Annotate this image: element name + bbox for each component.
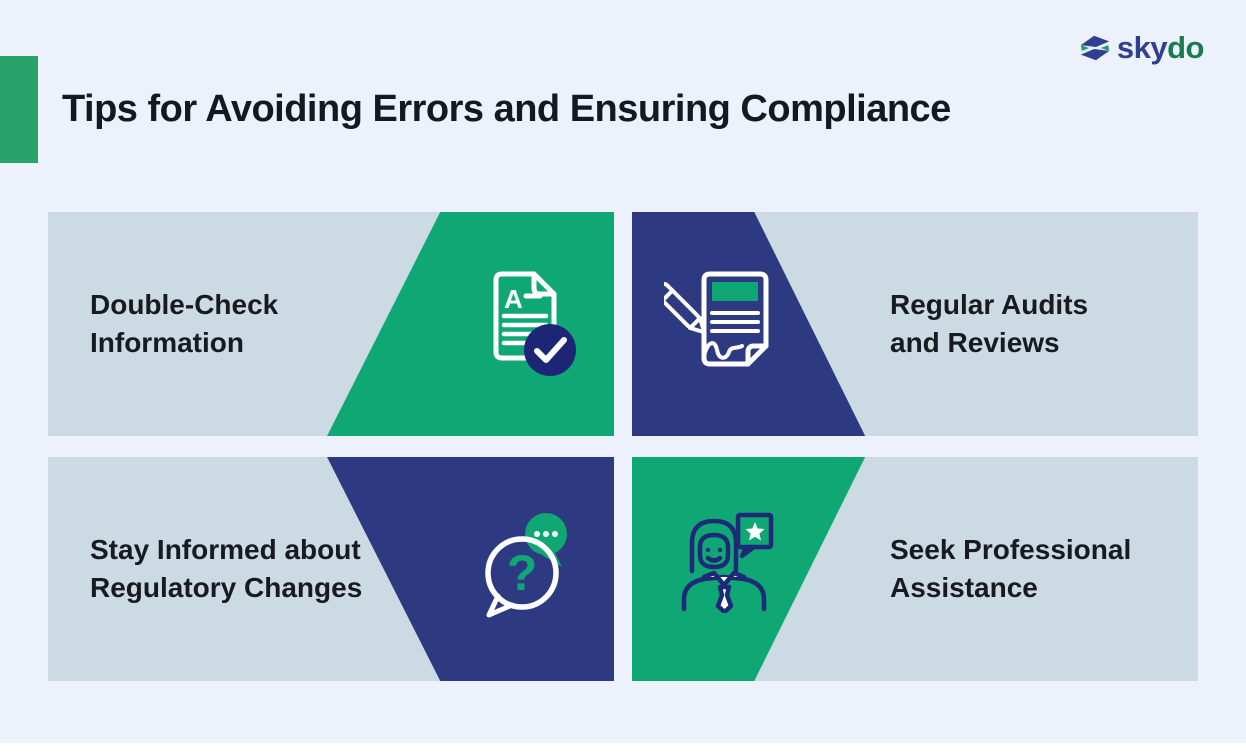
svg-text:A: A [504, 284, 523, 314]
question-bubble-icon: ? [482, 507, 582, 619]
card-title: Double-Check Information [90, 289, 279, 358]
svg-text:?: ? [507, 545, 538, 601]
card-title: Regular Audits and Reviews [890, 289, 1089, 358]
person-consultant-icon [676, 511, 774, 613]
card-title: Stay Informed about Regulatory Changes [90, 534, 363, 603]
document-check-icon: A [478, 270, 578, 377]
card-title: Seek Professional Assistance [890, 534, 1132, 603]
tips-grid: A Double-Check Information [48, 212, 1198, 681]
page-title: Tips for Avoiding Errors and Ensuring Co… [62, 88, 951, 130]
card-regular-audits-reviews: Regular Audits and Reviews [632, 212, 1198, 436]
brand-name: skydo [1116, 30, 1205, 66]
card-double-check-information: A Double-Check Information [48, 212, 614, 436]
bottom-white-strip [0, 743, 1246, 753]
card-stay-informed-regulatory: ? Stay Informed about Regulatory Changes [48, 457, 614, 681]
title-accent-bar [0, 56, 38, 163]
brand-name-do: do [1167, 30, 1204, 65]
brand-logo: skydo [1078, 30, 1204, 66]
brand-name-sky: sky [1116, 30, 1168, 65]
document-pen-icon [664, 268, 776, 382]
skydo-mark-icon [1080, 35, 1110, 61]
card-seek-professional-assistance: Seek Professional Assistance [632, 457, 1198, 681]
